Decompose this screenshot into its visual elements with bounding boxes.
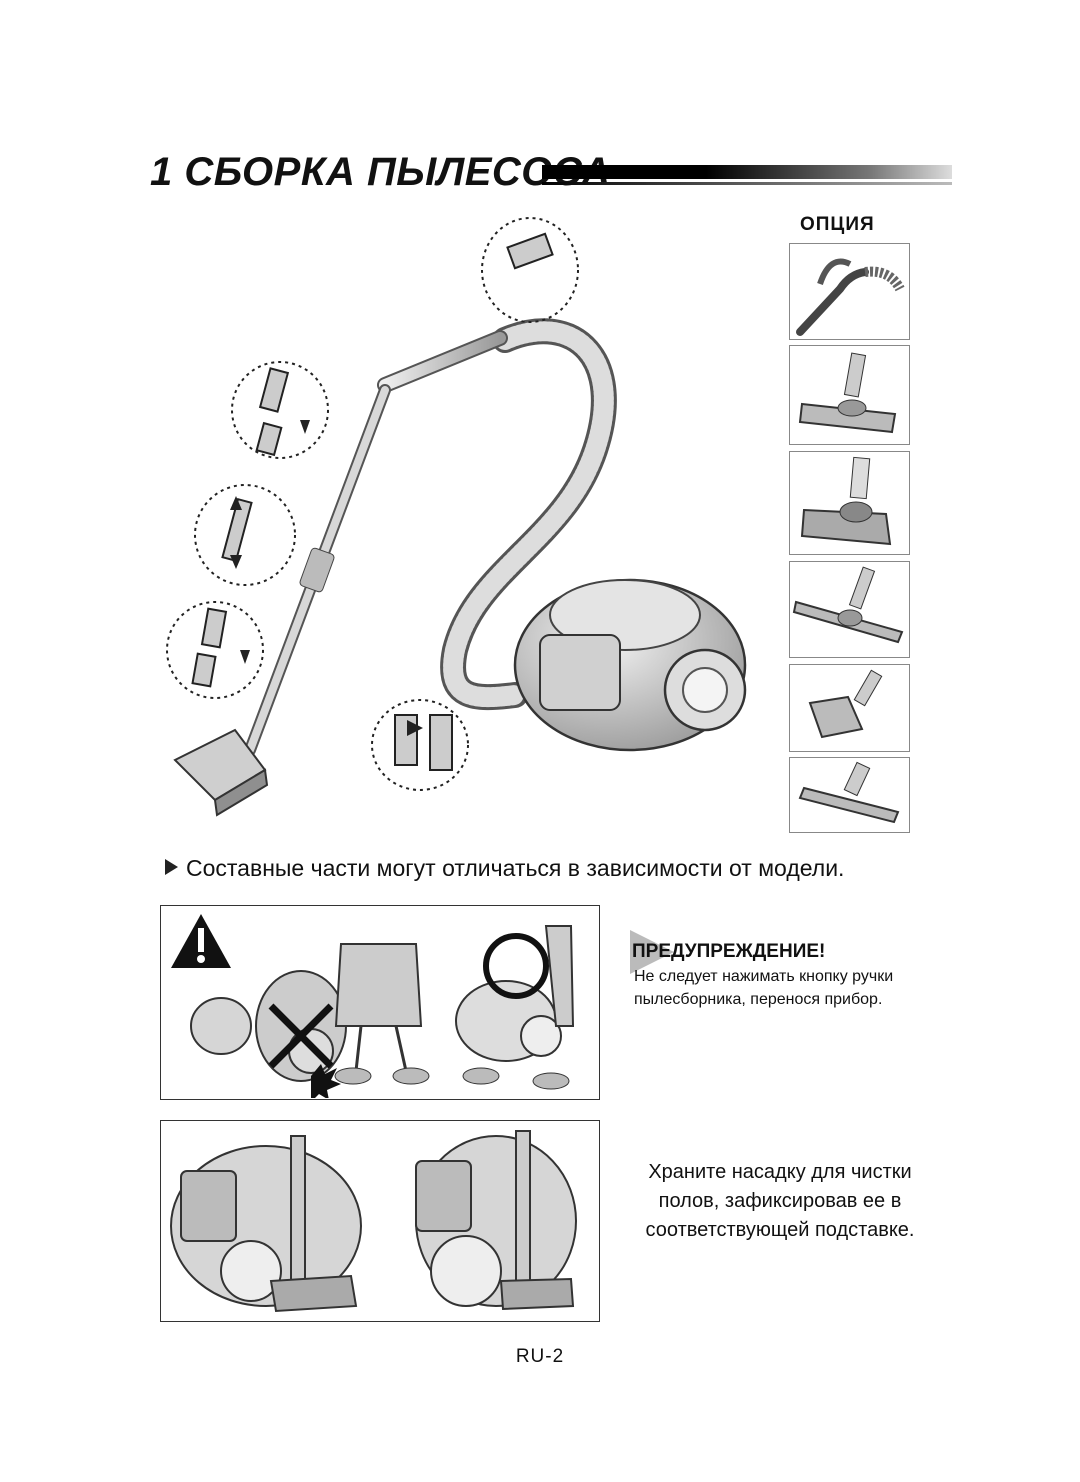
assembly-illustration bbox=[155, 210, 775, 830]
warning-heading-marker bbox=[630, 930, 674, 974]
option-item-floor-brush bbox=[789, 345, 910, 445]
model-note: Составные части могут отличаться в завис… bbox=[165, 855, 844, 882]
option-item-turbo-brush bbox=[789, 451, 910, 555]
title-gradient-bar bbox=[542, 165, 952, 179]
wide-brush-icon bbox=[798, 761, 900, 824]
handle-with-hose-icon bbox=[796, 258, 905, 336]
warning-illustration-box bbox=[160, 905, 600, 1100]
section-title-text: СБОРКА ПЫЛЕСОСА bbox=[184, 150, 611, 194]
option-item-wide-brush bbox=[789, 757, 910, 833]
option-item-parquet-brush bbox=[789, 561, 910, 658]
option-item-mini-turbo-brush bbox=[789, 664, 910, 752]
model-note-text: Составные части могут отличаться в завис… bbox=[186, 855, 845, 881]
page-number: RU-2 bbox=[515, 1346, 565, 1367]
bullet-triangle-icon bbox=[165, 859, 178, 875]
floor-brush-icon bbox=[798, 352, 897, 434]
section-header: 1 СБОРКА ПЫЛЕСОСА bbox=[150, 150, 955, 198]
parquet-brush-icon bbox=[792, 566, 904, 644]
storage-text: Храните насадку для чистки полов, зафикс… bbox=[645, 1161, 915, 1241]
mini-turbo-brush-icon bbox=[808, 669, 883, 739]
section-title: 1 СБОРКА ПЫЛЕСОСА bbox=[150, 150, 611, 195]
warning-text: Не следует нажимать кнопку ручки пылесбо… bbox=[634, 968, 894, 1008]
title-gradient-underline bbox=[542, 182, 952, 185]
turbo-brush-icon bbox=[800, 456, 892, 546]
section-number: 1 bbox=[150, 150, 173, 194]
option-item-handle bbox=[789, 243, 910, 340]
warning-heading: ПРЕДУПРЕЖДЕНИЕ! bbox=[632, 941, 826, 962]
options-label: ОПЦИЯ bbox=[800, 214, 875, 235]
storage-illustration-box bbox=[160, 1120, 600, 1322]
